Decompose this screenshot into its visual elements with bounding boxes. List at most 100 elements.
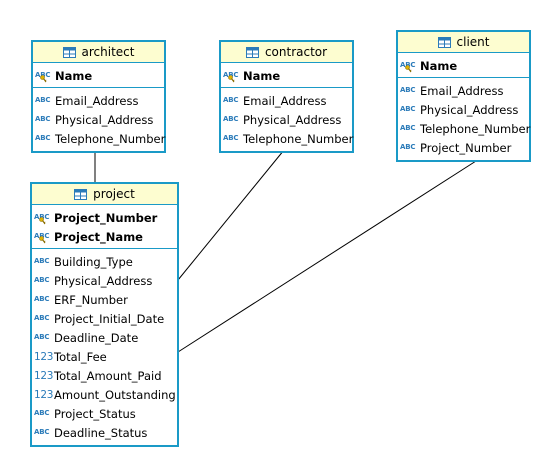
- attribute-label: Total_Fee: [54, 349, 107, 364]
- attribute-row[interactable]: ABC Email_Address: [221, 91, 352, 110]
- numeric-type-icon: 123: [34, 350, 54, 363]
- attribute-label: Name: [243, 68, 281, 83]
- link-contractor-project: [177, 149, 285, 281]
- attribute-row[interactable]: ABC Project_Status: [32, 404, 177, 423]
- attribute-label: Physical_Address: [55, 112, 154, 127]
- attribute-label: Deadline_Status: [54, 425, 148, 440]
- text-type-icon: ABC: [400, 124, 416, 132]
- text-type-icon: ABC: [34, 333, 50, 341]
- attribute-row[interactable]: ABC Telephone_Number: [221, 129, 354, 148]
- text-type-icon: ABC: [400, 143, 416, 151]
- text-type-icon: ABC: [34, 409, 50, 417]
- attribute-label: Project_Number: [54, 210, 158, 225]
- text-type-icon: ABC: [223, 96, 239, 104]
- attribute-row[interactable]: ABC Building_Type: [32, 252, 177, 271]
- text-type-icon: ABC: [34, 428, 50, 436]
- attribute-label: Telephone_Number: [420, 121, 531, 136]
- key-text-type-icon: ABC: [223, 72, 243, 83]
- entity-header: project: [32, 184, 177, 205]
- attribute-label: Amount_Outstanding: [54, 387, 176, 402]
- attribute-row[interactable]: ABC Telephone_Number: [33, 129, 166, 148]
- text-type-icon: ABC: [223, 134, 239, 142]
- attribute-row[interactable]: ABC Physical_Address: [221, 110, 352, 129]
- attribute-label: Project_Initial_Date: [54, 311, 165, 326]
- attribute-label: Telephone_Number: [243, 131, 354, 146]
- text-type-icon: ABC: [34, 257, 50, 265]
- text-type-icon: ABC: [400, 105, 416, 113]
- attribute-label: Physical_Address: [54, 273, 153, 288]
- text-type-icon: ABC: [34, 314, 50, 322]
- table-icon: [245, 46, 259, 58]
- entity-header: contractor: [221, 42, 352, 63]
- attribute-row[interactable]: ABC Email_Address: [398, 81, 529, 100]
- attribute-label: Name: [420, 58, 458, 73]
- entity-header: architect: [33, 42, 164, 63]
- entity-title: architect: [81, 45, 135, 59]
- entity-title: contractor: [264, 45, 328, 59]
- attribute-label: Building_Type: [54, 254, 133, 269]
- attribute-row[interactable]: ABC Email_Address: [33, 91, 164, 110]
- entity-title: project: [93, 187, 135, 201]
- attribute-row[interactable]: ABC Project_Number: [398, 138, 529, 157]
- attribute-row[interactable]: ABC Physical_Address: [33, 110, 164, 129]
- key-text-type-icon: ABC: [34, 233, 54, 244]
- numeric-type-icon: 123: [34, 369, 54, 382]
- attribute-label: Total_Amount_Paid: [54, 368, 162, 383]
- text-type-icon: ABC: [35, 96, 51, 104]
- numeric-type-icon: 123: [34, 388, 54, 401]
- attribute-label: Physical_Address: [420, 102, 519, 117]
- text-type-icon: ABC: [223, 115, 239, 123]
- entity-header: client: [398, 32, 529, 53]
- key-text-type-icon: ABC: [34, 214, 54, 225]
- table-icon: [74, 188, 88, 200]
- text-type-icon: ABC: [34, 276, 50, 284]
- attribute-label: Physical_Address: [243, 112, 342, 127]
- attribute-label: Deadline_Date: [54, 330, 139, 345]
- attribute-row[interactable]: ABC Deadline_Status: [32, 423, 177, 442]
- attribute-row[interactable]: ABC ERF_Number: [32, 290, 177, 309]
- text-type-icon: ABC: [35, 134, 51, 142]
- link-client-project: [177, 160, 477, 353]
- attribute-label: Project_Status: [54, 406, 136, 421]
- attribute-row[interactable]: ABC Project_Initial_Date: [32, 309, 177, 328]
- attribute-row[interactable]: ABC Deadline_Date: [32, 328, 177, 347]
- attribute-label: Email_Address: [243, 93, 327, 108]
- table-icon: [437, 36, 451, 48]
- key-text-type-icon: ABC: [35, 72, 55, 83]
- attribute-row[interactable]: ABC Telephone_Number: [398, 119, 531, 138]
- attribute-label: Email_Address: [55, 93, 139, 108]
- entity-title: client: [456, 35, 490, 49]
- attribute-label: Project_Name: [54, 229, 143, 244]
- attribute-label: Project_Number: [420, 140, 512, 155]
- attribute-label: Telephone_Number: [55, 131, 166, 146]
- text-type-icon: ABC: [34, 295, 50, 303]
- attribute-row[interactable]: ABC Physical_Address: [398, 100, 529, 119]
- key-text-type-icon: ABC: [400, 62, 420, 73]
- attribute-row[interactable]: ABC Physical_Address: [32, 271, 177, 290]
- text-type-icon: ABC: [35, 115, 51, 123]
- attribute-label: ERF_Number: [54, 292, 128, 307]
- text-type-icon: ABC: [400, 86, 416, 94]
- attribute-label: Email_Address: [420, 83, 504, 98]
